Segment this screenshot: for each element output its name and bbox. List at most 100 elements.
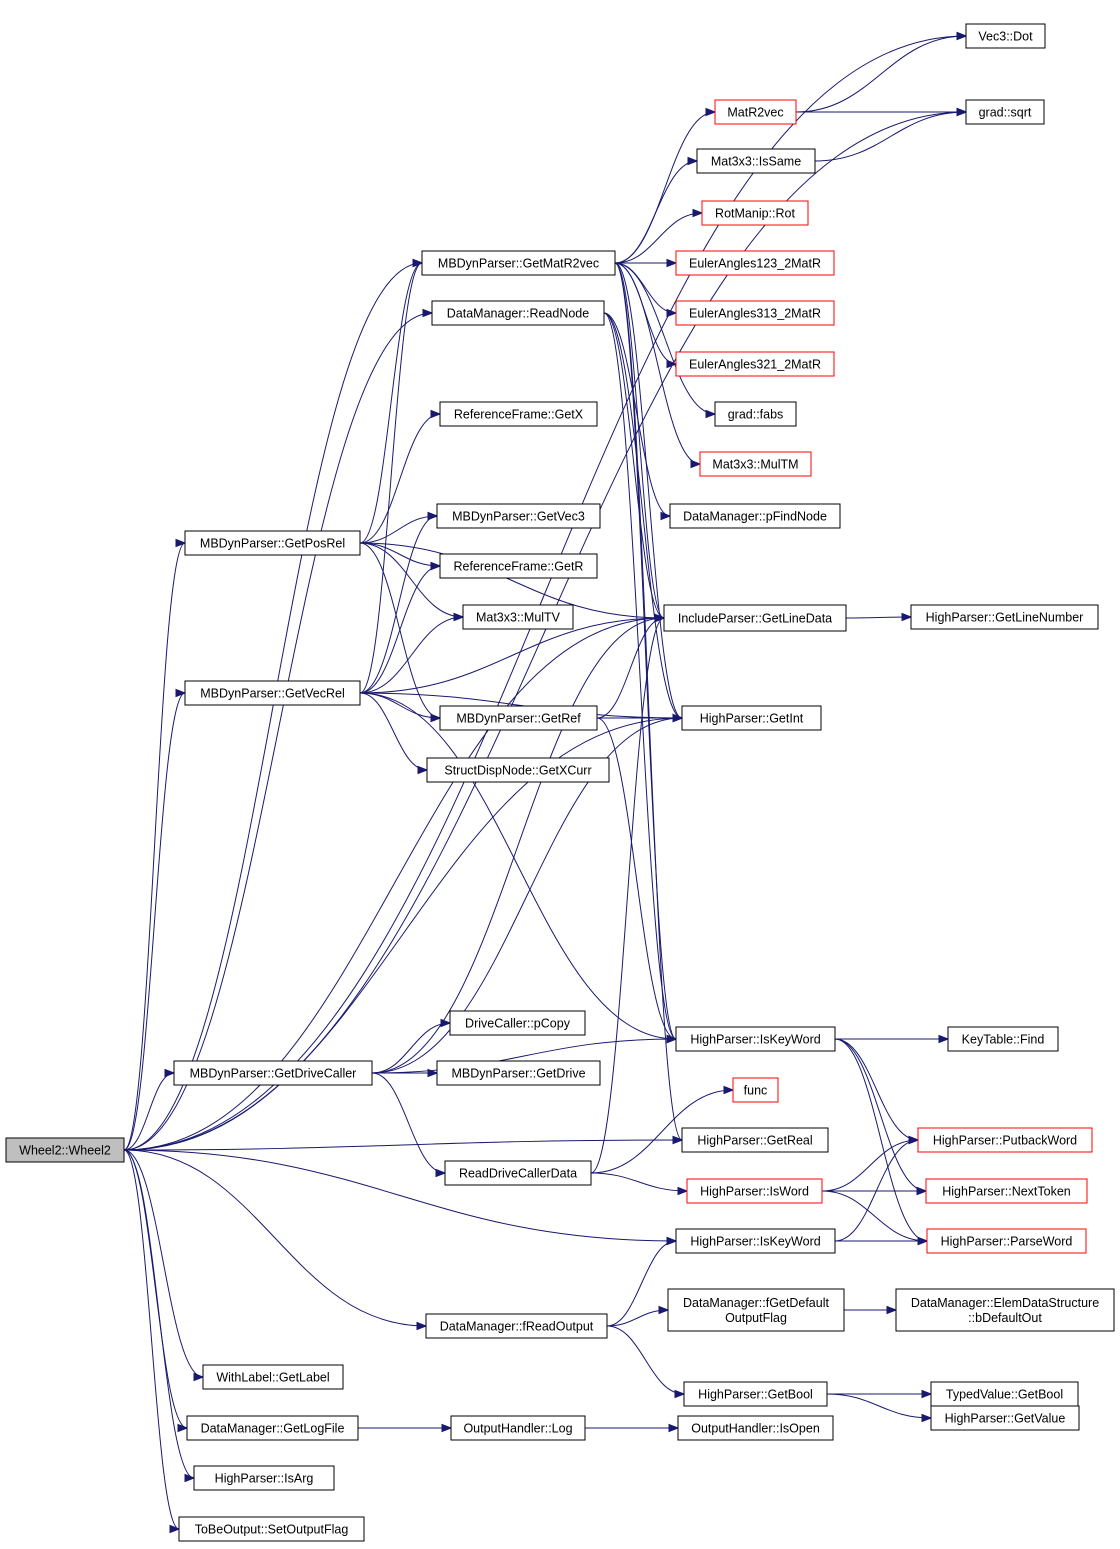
node-getlinenumber[interactable]: HighParser::GetLineNumber	[910, 604, 1099, 630]
node-matr2vec[interactable]: MatR2vec	[714, 99, 797, 125]
edge-line	[371, 1022, 451, 1074]
edge-line	[614, 262, 683, 719]
node-box	[193, 1465, 335, 1491]
node-getlinedata[interactable]: IncludeParser::GetLineData	[663, 604, 847, 632]
arrowhead	[164, 1068, 176, 1078]
arrowhead	[422, 308, 434, 318]
node-box	[5, 1137, 125, 1163]
node-isopen[interactable]: OutputHandler::IsOpen	[677, 1415, 834, 1441]
node-tvgetbool[interactable]: TypedValue::GetBool	[930, 1381, 1079, 1407]
arrowhead	[674, 1389, 686, 1399]
node-box	[667, 1288, 845, 1332]
node-box	[184, 680, 361, 706]
edge-wheel2-to-getdrivecaller	[123, 1068, 176, 1151]
node-gradsqrt[interactable]: grad::sqrt	[965, 99, 1045, 125]
edge-getdrivecaller-to-readdcd	[371, 1072, 447, 1178]
node-getreal[interactable]: HighParser::GetReal	[681, 1127, 829, 1153]
edge-line	[614, 262, 665, 619]
node-iskeyword2[interactable]: HighParser::IsKeyWord	[675, 1228, 836, 1254]
node-getlogfile[interactable]: DataManager::GetLogFile	[186, 1415, 359, 1441]
edge-isword-to-nexttoken	[821, 1186, 928, 1196]
node-ea321[interactable]: EulerAngles321_2MatR	[675, 351, 835, 377]
edge-line	[359, 413, 441, 544]
arrowhead	[666, 359, 678, 369]
node-find[interactable]: KeyTable::Find	[947, 1026, 1059, 1052]
node-box	[439, 553, 598, 579]
node-multm[interactable]: Mat3x3::MulTM	[699, 451, 812, 477]
node-label: Mat3x3::MulTV	[476, 611, 561, 625]
node-elemds[interactable]: DataManager::ElemDataStructure::bDefault…	[895, 1288, 1115, 1332]
node-rot[interactable]: RotManip::Rot	[701, 200, 809, 226]
node-getxcurr[interactable]: StructDispNode::GetXCurr	[426, 757, 610, 783]
node-getvec3[interactable]: MBDynParser::GetVec3	[436, 503, 601, 529]
edge-line	[359, 262, 423, 544]
arrowhead	[175, 538, 187, 548]
node-getvalue[interactable]: HighParser::GetValue	[930, 1405, 1080, 1431]
arrowhead	[177, 1423, 189, 1433]
node-nexttoken[interactable]: HighParser::NextToken	[925, 1178, 1088, 1204]
node-label: EulerAngles313_2MatR	[689, 307, 821, 321]
node-readnode[interactable]: DataManager::ReadNode	[431, 300, 605, 326]
node-getdrivecaller[interactable]: MBDynParser::GetDriveCaller	[173, 1060, 373, 1086]
node-getx[interactable]: ReferenceFrame::GetX	[439, 401, 598, 427]
node-parseword[interactable]: HighParser::ParseWord	[926, 1228, 1087, 1254]
node-box	[714, 401, 797, 427]
node-isword[interactable]: HighParser::IsWord	[686, 1178, 823, 1204]
arrowhead	[660, 511, 672, 521]
arrowhead	[193, 1372, 205, 1382]
node-label: ToBeOutput::SetOutputFlag	[195, 1523, 349, 1537]
node-getposrel[interactable]: MBDynParser::GetPosRel	[184, 530, 361, 556]
node-getlabel[interactable]: WithLabel::GetLabel	[202, 1364, 344, 1390]
edge-readdcd-to-getlinedata	[590, 613, 666, 1174]
node-pcopy[interactable]: DriveCaller::pCopy	[449, 1010, 586, 1036]
node-isarg[interactable]: HighParser::IsArg	[193, 1465, 335, 1491]
node-label: HighParser::IsKeyWord	[690, 1033, 820, 1047]
arrowhead	[427, 511, 439, 521]
arrowhead	[427, 1068, 439, 1078]
node-label: DataManager::ReadNode	[447, 307, 589, 321]
node-log[interactable]: OutputHandler::Log	[450, 1415, 586, 1441]
node-label: HighParser::GetInt	[700, 712, 804, 726]
arrowhead	[956, 31, 968, 41]
arrowhead	[453, 612, 465, 622]
node-getr[interactable]: ReferenceFrame::GetR	[439, 553, 598, 579]
node-multv[interactable]: Mat3x3::MulTV	[462, 604, 574, 630]
node-iskeyword1[interactable]: HighParser::IsKeyWord	[675, 1026, 836, 1052]
node-box	[663, 604, 847, 632]
edges-layer	[123, 31, 968, 1534]
node-func[interactable]: func	[732, 1077, 779, 1103]
node-readdcd[interactable]: ReadDriveCallerData	[444, 1160, 592, 1186]
node-getmatr2vec[interactable]: MBDynParser::GetMatR2vec	[421, 250, 616, 276]
node-setoutputflag[interactable]: ToBeOutput::SetOutputFlag	[178, 1516, 365, 1542]
node-getref[interactable]: MBDynParser::GetRef	[439, 705, 598, 731]
edge-getmatr2vec-to-rot	[614, 208, 704, 264]
edge-line	[359, 692, 428, 771]
node-box	[686, 1178, 823, 1204]
node-label: HighParser::GetValue	[945, 1412, 1066, 1426]
node-getint[interactable]: HighParser::GetInt	[681, 705, 822, 731]
node-box	[675, 1026, 836, 1052]
node-fabs[interactable]: grad::fabs	[714, 401, 797, 427]
node-box	[965, 23, 1046, 49]
node-putback[interactable]: HighParser::PutbackWord	[917, 1127, 1093, 1153]
edge-readdcd-to-func	[590, 1085, 735, 1174]
edge-line	[590, 617, 665, 1174]
node-pfindnode[interactable]: DataManager::pFindNode	[669, 503, 841, 529]
node-label: HighParser::IsWord	[700, 1185, 809, 1199]
node-getbool[interactable]: HighParser::GetBool	[683, 1381, 828, 1407]
nodes-layer: Wheel2::Wheel2Vec3::Dotgrad::sqrtMatR2ve…	[5, 23, 1115, 1542]
node-vec3dot[interactable]: Vec3::Dot	[965, 23, 1046, 49]
edge-iskeyword1-to-find	[835, 1034, 950, 1044]
node-label: HighParser::GetReal	[697, 1134, 812, 1148]
edge-line	[123, 1149, 677, 1242]
edge-line	[123, 1149, 180, 1530]
node-ea123[interactable]: EulerAngles123_2MatR	[675, 250, 835, 276]
edge-line	[606, 1240, 677, 1327]
node-getvecrel[interactable]: MBDynParser::GetVecRel	[184, 680, 361, 706]
node-freadoutput[interactable]: DataManager::fReadOutput	[425, 1313, 608, 1339]
edge-line	[359, 542, 665, 619]
node-ea313[interactable]: EulerAngles313_2MatR	[675, 300, 835, 326]
node-issame[interactable]: Mat3x3::IsSame	[696, 148, 816, 174]
node-getdrive[interactable]: MBDynParser::GetDrive	[436, 1060, 601, 1086]
